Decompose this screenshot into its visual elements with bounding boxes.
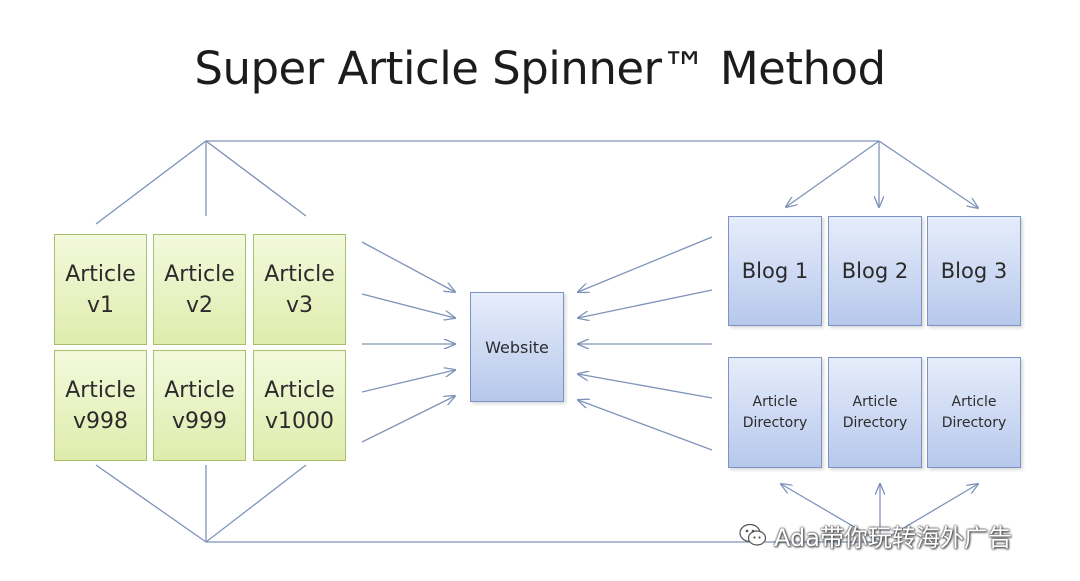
bottom-right-distribution bbox=[781, 484, 978, 543]
article-box-v998: Article v998 bbox=[54, 350, 147, 461]
diagram-title: Super Article Spinner™ Method bbox=[194, 42, 886, 95]
blog-box-1: Blog 1 bbox=[728, 216, 822, 326]
blog-box-2: Blog 2 bbox=[828, 216, 922, 326]
article-directory-box-1: Article Directory bbox=[728, 357, 822, 468]
top-loop-connector bbox=[95, 140, 879, 225]
article-box-v3: Article v3 bbox=[253, 234, 346, 345]
article-directory-box-2: Article Directory bbox=[828, 357, 922, 468]
article-box-v2: Article v2 bbox=[153, 234, 246, 345]
article-box-v999: Article v999 bbox=[153, 350, 246, 461]
right-to-website-arrows bbox=[578, 236, 713, 451]
bottom-loop-connector bbox=[95, 464, 880, 543]
wechat-icon bbox=[739, 523, 767, 546]
watermark-text: Ada带你玩转海外广告 bbox=[774, 523, 1012, 552]
articles-to-website-arrows bbox=[361, 241, 455, 443]
blog-box-3: Blog 3 bbox=[927, 216, 1021, 326]
article-box-v1000: Article v1000 bbox=[253, 350, 346, 461]
website-box: Website bbox=[470, 292, 564, 402]
article-directory-box-3: Article Directory bbox=[927, 357, 1021, 468]
article-box-v1: Article v1 bbox=[54, 234, 147, 345]
top-right-distribution bbox=[786, 140, 978, 208]
watermark: Ada带你玩转海外广告 bbox=[738, 518, 1012, 552]
